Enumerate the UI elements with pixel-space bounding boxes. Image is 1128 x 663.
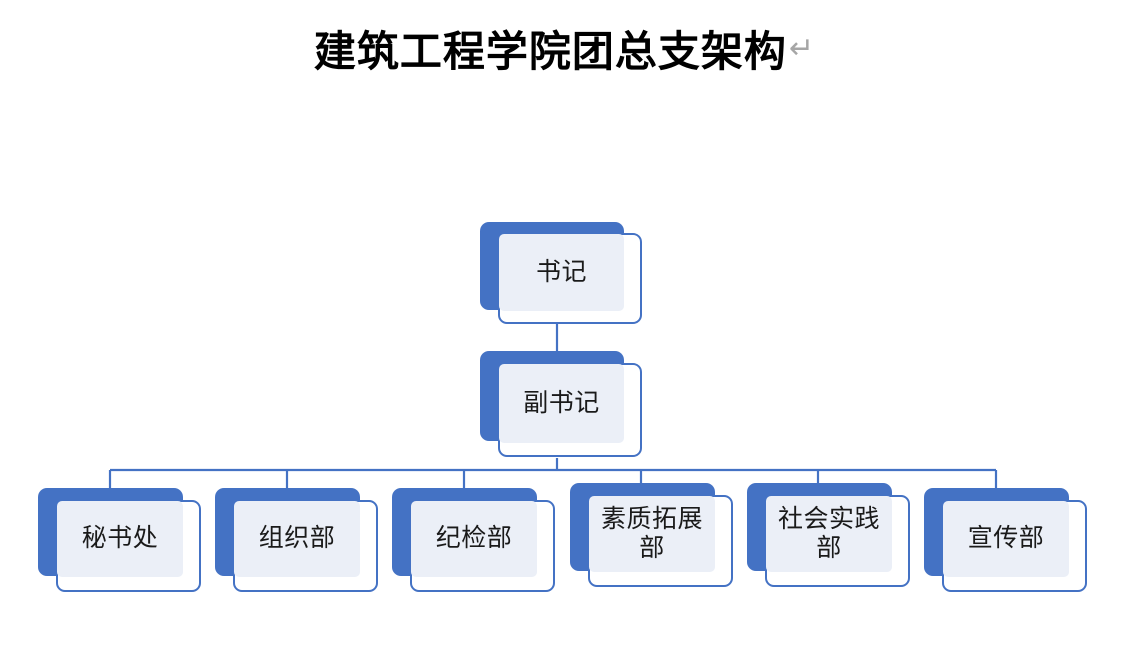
node-inner-dept-6: 宣传部 bbox=[943, 501, 1069, 577]
node-dept-discipline[interactable]: 纪检部 bbox=[392, 488, 556, 594]
page-title-text: 建筑工程学院团总支架构 bbox=[313, 28, 787, 75]
node-label-dept-6: 宣传部 bbox=[967, 524, 1045, 553]
node-dept-social-practice[interactable]: 社会实践 部 bbox=[747, 483, 911, 589]
node-label-dept-2: 组织部 bbox=[258, 524, 336, 553]
node-label-dept-1: 秘书处 bbox=[81, 524, 159, 553]
node-label-secretary: 书记 bbox=[535, 257, 587, 286]
node-label-dept-4: 素质拓展 部 bbox=[600, 504, 703, 563]
node-inner-dept-1: 秘书处 bbox=[57, 501, 183, 577]
node-dept-secretariat[interactable]: 秘书处 bbox=[38, 488, 202, 594]
page-title: 建筑工程学院团总支架构↵ bbox=[0, 18, 1128, 79]
node-inner-dept-2: 组织部 bbox=[234, 501, 360, 577]
node-inner-secretary: 书记 bbox=[499, 234, 624, 311]
node-inner-deputy-secretary: 副书记 bbox=[499, 364, 624, 443]
node-inner-dept-4: 素质拓展 部 bbox=[589, 496, 715, 572]
node-inner-dept-3: 纪检部 bbox=[411, 501, 537, 577]
node-dept-quality-development[interactable]: 素质拓展 部 bbox=[570, 483, 734, 589]
node-label-deputy-secretary: 副书记 bbox=[523, 388, 600, 417]
paragraph-mark-icon: ↵ bbox=[788, 32, 815, 65]
node-label-dept-3: 纪检部 bbox=[435, 524, 513, 553]
node-dept-organization[interactable]: 组织部 bbox=[215, 488, 379, 594]
node-label-dept-5: 社会实践 部 bbox=[777, 504, 880, 563]
node-secretary[interactable]: 书记 bbox=[480, 222, 642, 324]
node-inner-dept-5: 社会实践 部 bbox=[766, 496, 892, 572]
node-deputy-secretary[interactable]: 副书记 bbox=[480, 351, 642, 459]
node-dept-publicity[interactable]: 宣传部 bbox=[924, 488, 1088, 594]
